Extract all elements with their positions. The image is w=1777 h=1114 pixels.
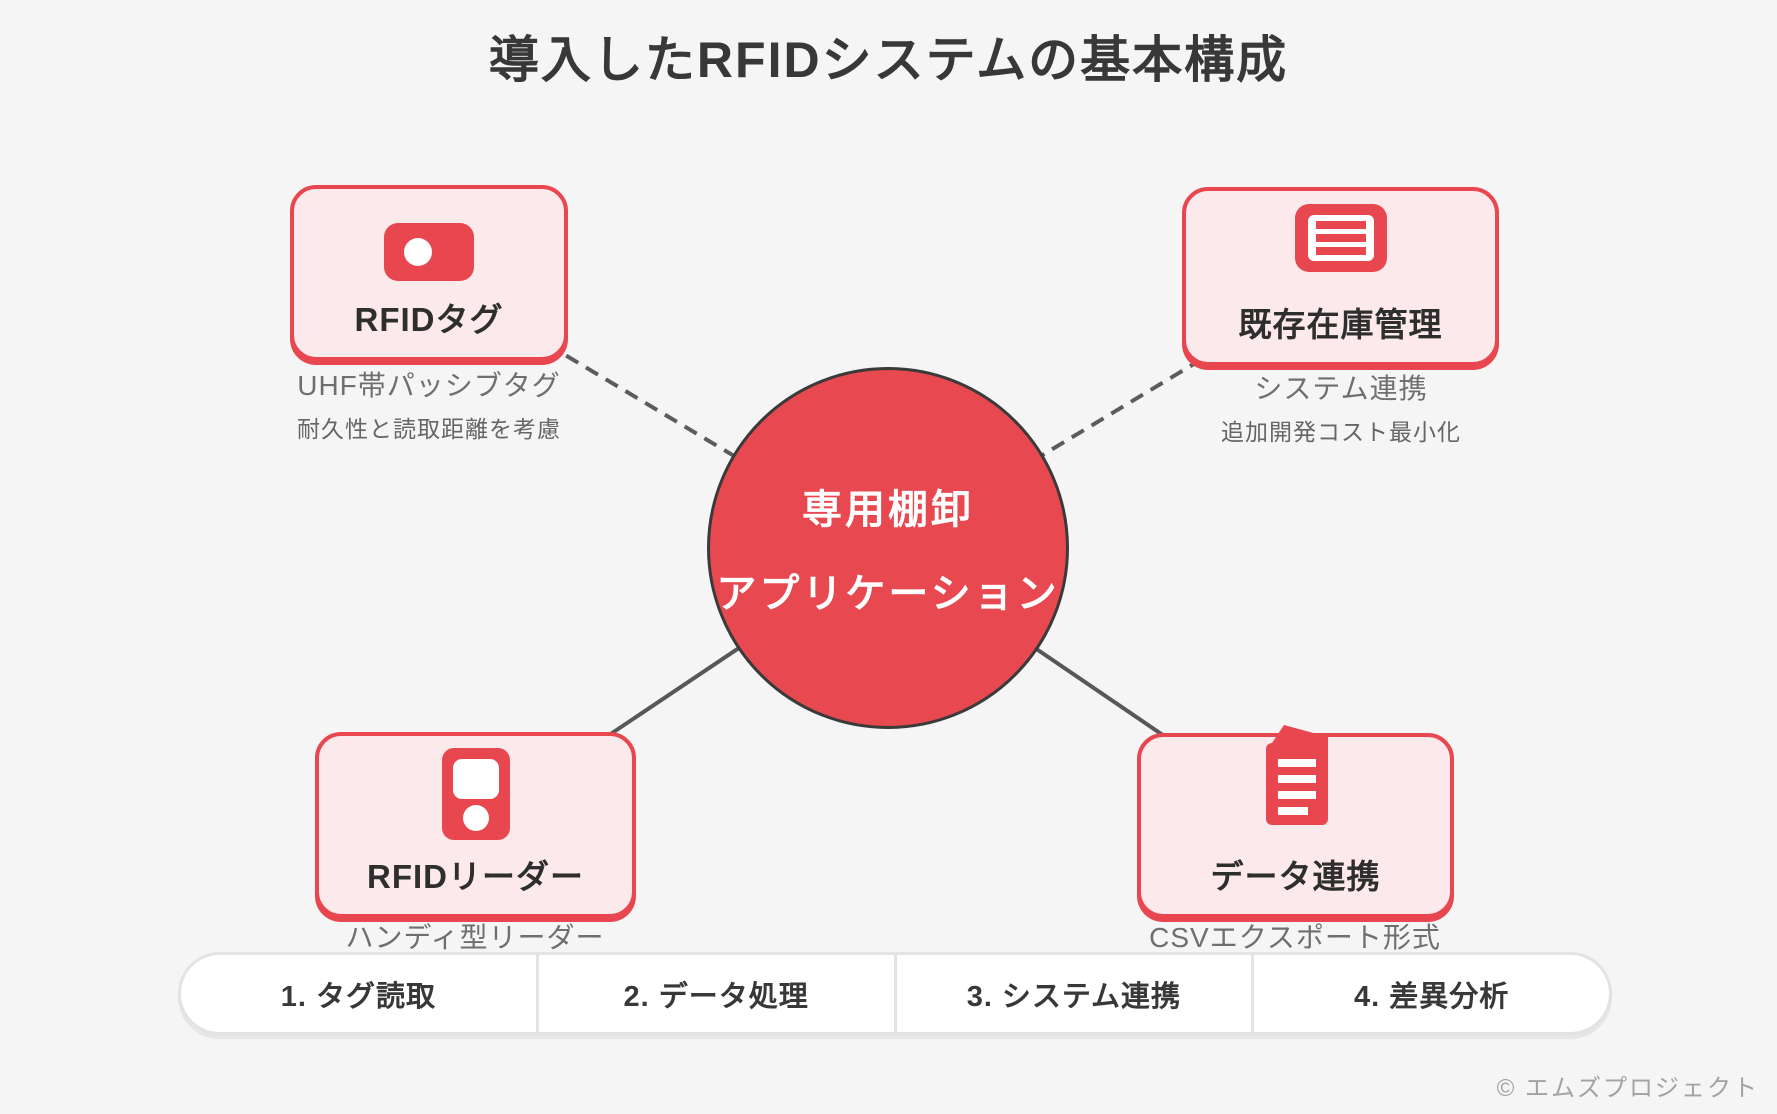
node-data-link: データ連携 [1137,725,1454,918]
subtitle-text: ハンディ型リーダー [345,922,605,953]
node-rfid-tag-subtitle: UHF帯パッシブタグ 耐久性と読取距離を考慮 [248,364,610,444]
central-circle-line2: アプリケーション [716,572,1060,616]
subtitle-text: CSVエクスポート形式 [1149,922,1441,953]
node-existing-inventory: 既存在庫管理 [1182,187,1499,366]
subtitle-text: システム連携 [1254,373,1428,404]
node-rfid-tag: RFIDタグ [290,185,568,361]
subtitle-note: 追加開発コスト最小化 [1221,419,1461,445]
process-step-4: 4. 差異分析 [1251,955,1609,1032]
rfid-tag-icon [384,223,474,281]
subtitle-note: 耐久性と読取距離を考慮 [297,416,561,442]
central-application-circle: 専用棚卸 アプリケーション [707,367,1069,729]
process-step-3: 3. システム連携 [893,955,1252,1032]
node-rfid-reader-label: RFIDリーダー [367,858,584,895]
process-step-2: 2. データ処理 [535,955,894,1032]
node-rfid-reader: RFIDリーダー [315,732,636,918]
node-rfid-tag-label: RFIDタグ [354,301,504,338]
node-data-link-label: データ連携 [1210,858,1381,895]
node-existing-inventory-label: 既存在庫管理 [1238,306,1443,343]
node-existing-inventory-subtitle: システム連携 追加開発コスト最小化 [1160,367,1522,447]
node-data-link-subtitle: CSVエクスポート形式 [1114,916,1476,956]
copyright-credit: © エムズプロジェクト [1496,1075,1759,1102]
process-step-1: 1. タグ読取 [280,980,436,1013]
central-circle-line1: 専用棚卸 [802,488,974,532]
inventory-list-icon [1294,204,1387,272]
handheld-reader-icon [441,748,510,840]
process-steps-bar: 1. タグ読取 2. データ処理 3. システム連携 4. 差異分析 [178,952,1612,1035]
subtitle-text: UHF帯パッシブタグ [297,370,561,401]
page-title: 導入したRFIDシステムの基本構成 [488,32,1289,88]
node-rfid-reader-subtitle: ハンディ型リーダー [294,916,656,956]
document-icon [1258,723,1334,829]
